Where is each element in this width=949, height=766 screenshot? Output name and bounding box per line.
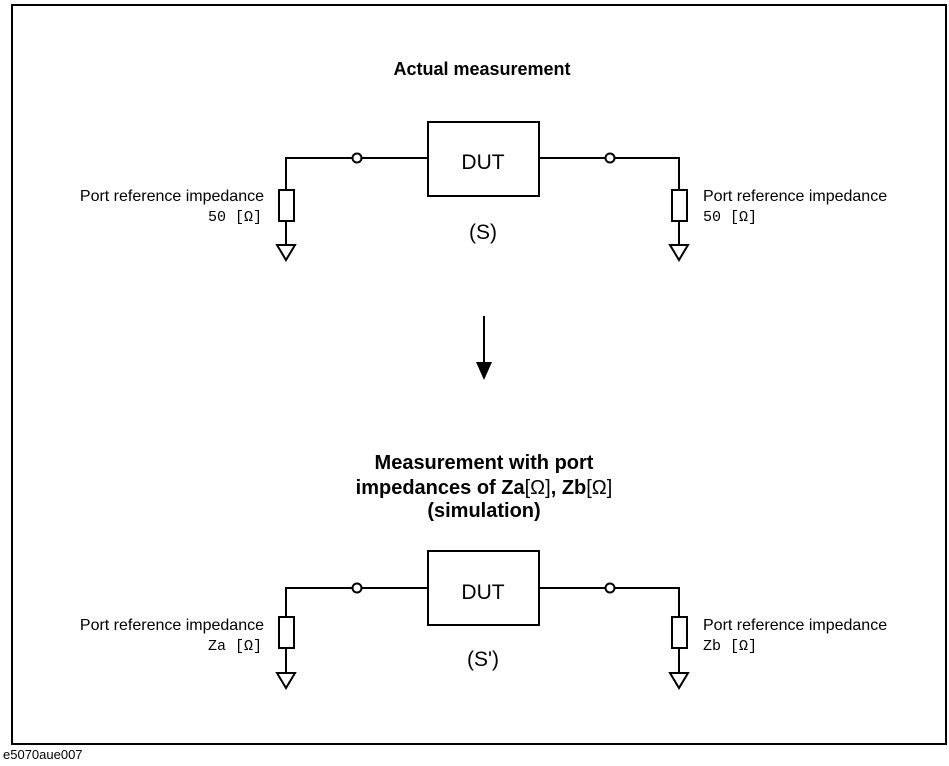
figure-id: e5070aue007 <box>3 747 83 762</box>
bottom-title-ohm-b: [Ω] <box>586 477 612 499</box>
bottom-title-zb: Zb <box>562 477 586 499</box>
top-circuit: Actual measurement DUT (S) Port referenc… <box>80 59 887 262</box>
top-left-port-terminal <box>351 152 363 164</box>
bottom-left-port-label: Port reference impedance <box>80 617 264 634</box>
top-right-wire <box>615 157 680 190</box>
bottom-right-port-value: Zb [Ω] <box>703 638 757 655</box>
bottom-right-ground-icon <box>668 672 690 690</box>
top-dut-label: DUT <box>461 151 504 174</box>
top-right-port-terminal <box>604 152 616 164</box>
top-left-wire <box>285 157 352 190</box>
top-s-matrix-label: (S) <box>469 221 497 244</box>
bottom-dut-label: DUT <box>461 581 504 604</box>
down-arrow-icon <box>476 316 492 380</box>
bottom-right-port-label: Port reference impedance <box>703 617 887 634</box>
bottom-right-wire <box>615 587 680 617</box>
bottom-title-za: Za <box>501 477 525 499</box>
bottom-title-line2: impedances of Za[Ω], Zb[Ω] <box>356 477 613 499</box>
top-right-resistor <box>671 189 688 222</box>
top-left-resistor <box>278 189 295 222</box>
top-right-ground-icon <box>668 244 690 262</box>
bottom-left-resistor <box>278 616 295 649</box>
bottom-title-ohm-a: [Ω] <box>525 477 551 499</box>
top-title: Actual measurement <box>393 59 570 79</box>
bottom-title-line3: (simulation) <box>427 500 540 522</box>
top-right-port-label: Port reference impedance <box>703 188 887 205</box>
diagram-frame <box>11 4 947 745</box>
bottom-left-wire <box>285 587 352 617</box>
top-left-port-label: Port reference impedance <box>80 188 264 205</box>
bottom-left-port-terminal <box>351 582 363 594</box>
top-left-port-value: 50 [Ω] <box>208 209 262 226</box>
bottom-title-line1: Measurement with port <box>375 452 594 474</box>
bottom-right-resistor <box>671 616 688 649</box>
top-left-ground-icon <box>275 244 297 262</box>
bottom-right-port-terminal <box>604 582 616 594</box>
bottom-circuit: Measurement with port impedances of Za[Ω… <box>80 452 887 690</box>
top-right-port-value: 50 [Ω] <box>703 209 757 226</box>
bottom-left-ground-icon <box>275 672 297 690</box>
bottom-title-prefix: impedances of <box>356 477 502 499</box>
bottom-left-port-value: Za [Ω] <box>208 638 262 655</box>
bottom-s-matrix-label: (S') <box>467 648 499 671</box>
